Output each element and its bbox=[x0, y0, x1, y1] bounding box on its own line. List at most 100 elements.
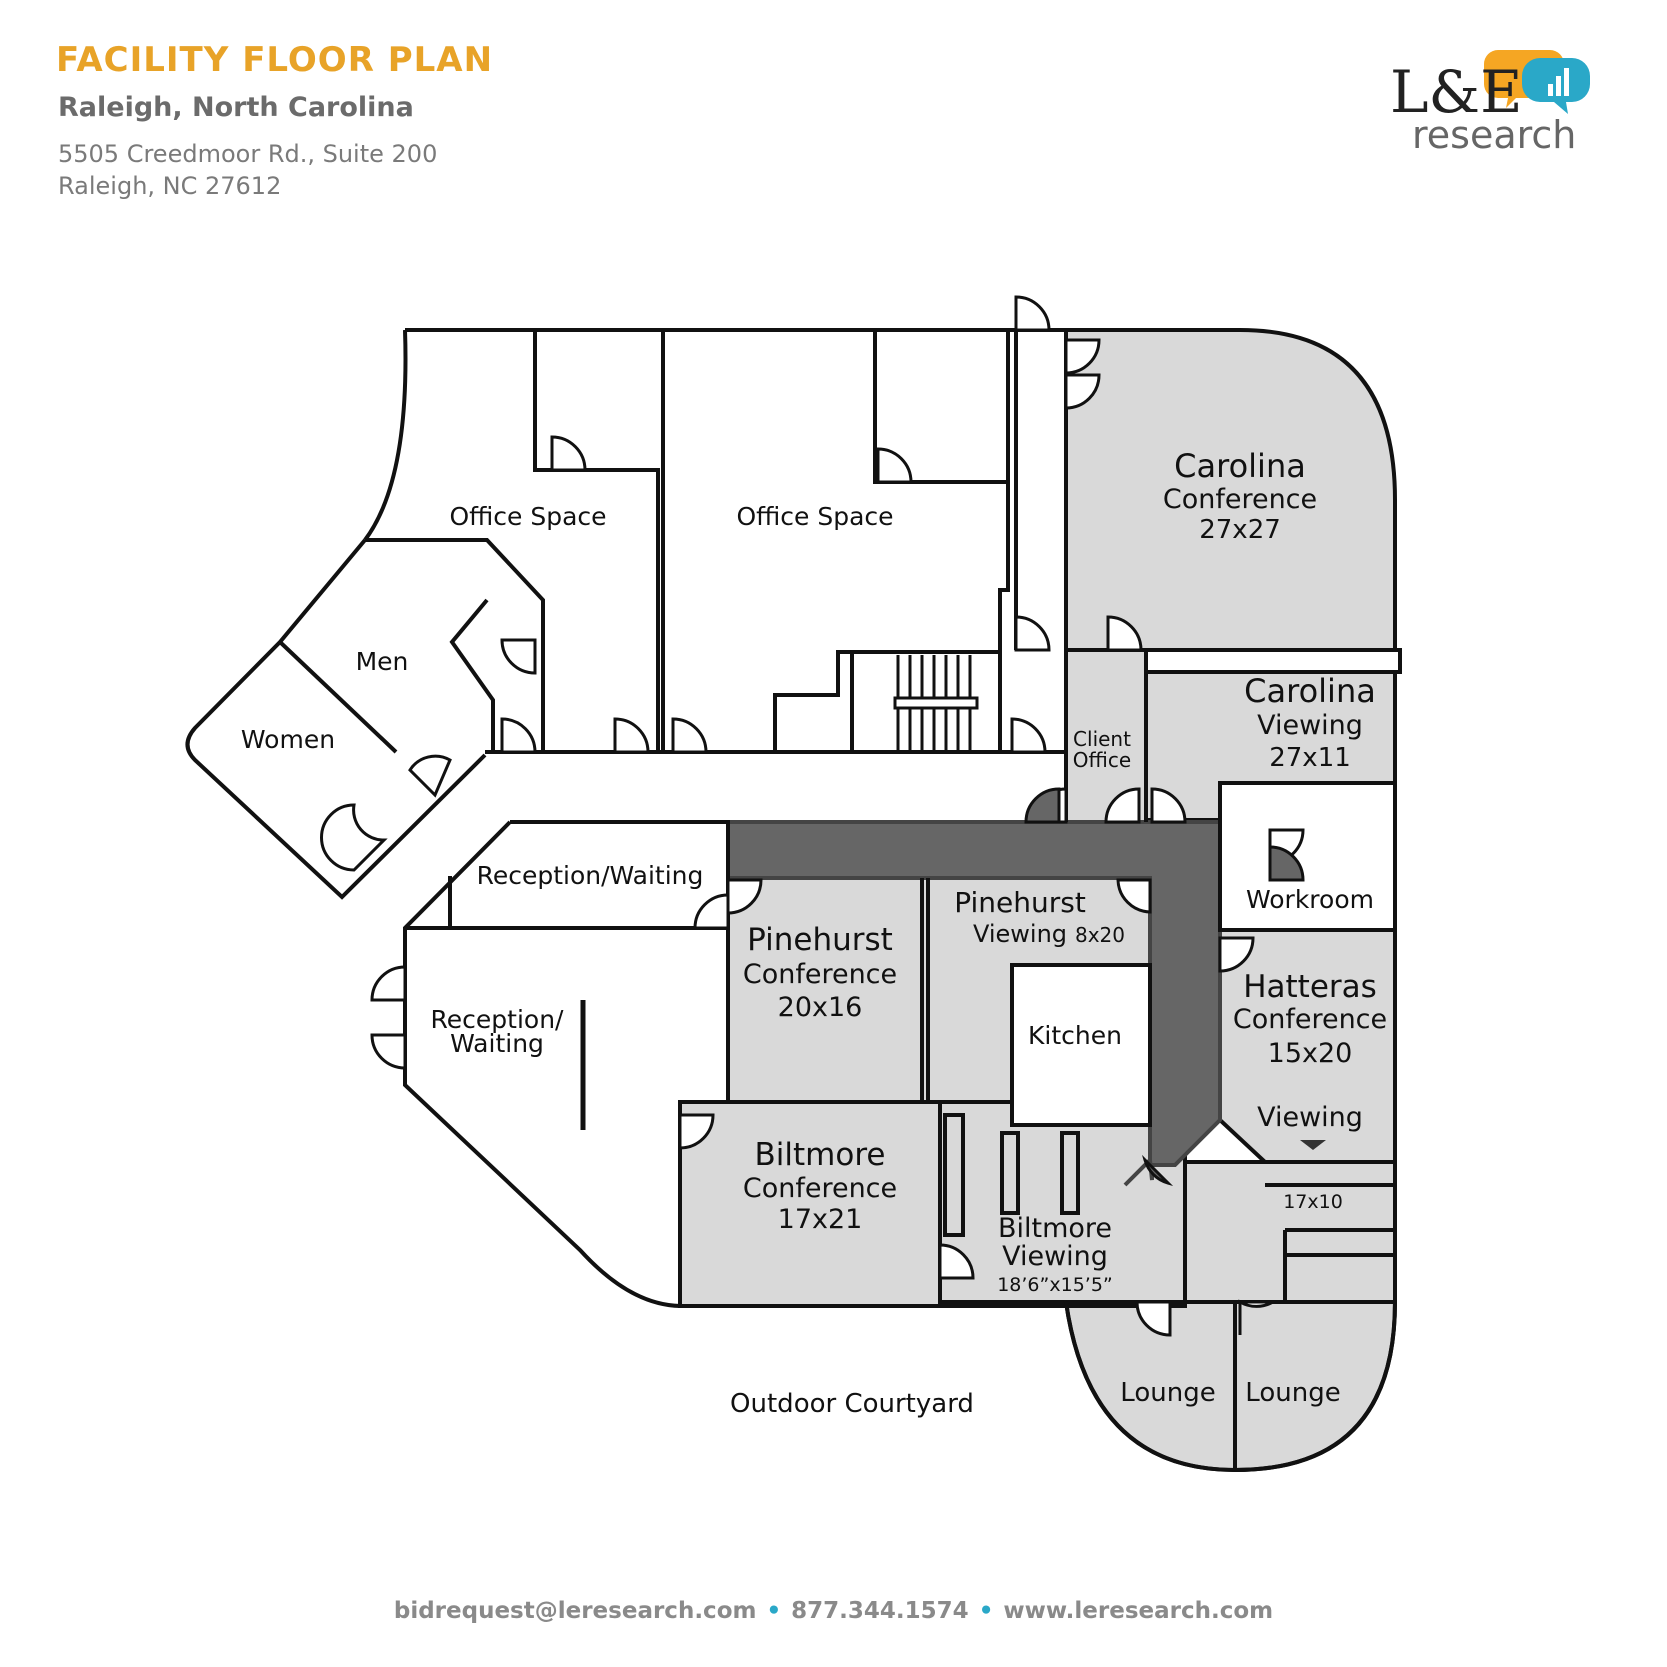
hatteras-conference-type: Conference bbox=[1233, 1004, 1387, 1035]
pinehurst-conference-size: 20x16 bbox=[778, 992, 863, 1023]
office-space-2-label: Office Space bbox=[736, 502, 893, 531]
door-icon[interactable] bbox=[370, 965, 407, 1002]
biltmore-conference-name: Biltmore bbox=[755, 1137, 886, 1173]
carolina-conference-size: 27x27 bbox=[1199, 515, 1281, 545]
women-label: Women bbox=[241, 725, 335, 754]
doors bbox=[320, 295, 1305, 1337]
office-space-1-wall bbox=[533, 330, 660, 752]
carolina-divider bbox=[1066, 648, 1402, 822]
door-icon[interactable] bbox=[678, 1113, 715, 1150]
kitchen-label: Kitchen bbox=[1028, 1021, 1122, 1050]
footer-contact: bidrequest@leresearch.com•877.344.1574•w… bbox=[0, 1598, 1667, 1624]
mens-inner-wall bbox=[449, 598, 495, 752]
logo-brand-mark: L&E bbox=[1390, 58, 1522, 126]
kitchen bbox=[1010, 963, 1152, 1127]
door-icon[interactable] bbox=[550, 435, 587, 472]
company-logo: L&E research bbox=[1390, 50, 1590, 157]
door-icon[interactable] bbox=[1150, 787, 1187, 824]
reception-top-label: Reception/Waiting bbox=[477, 861, 704, 890]
door-icon[interactable] bbox=[726, 878, 763, 915]
door-icon[interactable] bbox=[1014, 295, 1051, 332]
biltmore-viewing-type: Viewing bbox=[1002, 1241, 1108, 1272]
door-icon[interactable] bbox=[1116, 878, 1152, 914]
outer-wall-left-curve bbox=[363, 329, 408, 542]
carolina-conference-name: Carolina bbox=[1174, 447, 1306, 485]
reception-top-wall bbox=[403, 820, 681, 1308]
lounge-2-label: Lounge bbox=[1245, 1378, 1340, 1408]
door-icon[interactable] bbox=[1218, 936, 1255, 973]
biltmore-viewing-size: 18’6”x15’5” bbox=[997, 1274, 1113, 1296]
door-icon[interactable] bbox=[671, 717, 708, 754]
door-icon[interactable] bbox=[500, 638, 537, 675]
biltmore-viewing-name: Biltmore bbox=[998, 1213, 1112, 1244]
door-icon[interactable] bbox=[1014, 615, 1051, 652]
pinehurst-conference-type: Conference bbox=[743, 959, 897, 990]
biltmore-conference-type: Conference bbox=[743, 1173, 897, 1204]
corridor-doors bbox=[1024, 787, 1305, 1186]
restroom-block bbox=[185, 538, 487, 900]
header: FACILITY FLOOR PLAN Raleigh, North Carol… bbox=[0, 0, 1667, 230]
logo-bar-icon bbox=[1556, 76, 1561, 96]
viewing-slot bbox=[943, 1113, 965, 1237]
door-icon[interactable] bbox=[613, 717, 650, 754]
viewing-arrow-icon bbox=[1300, 1140, 1326, 1150]
door-icon[interactable] bbox=[500, 717, 537, 754]
door-icon[interactable] bbox=[1268, 845, 1305, 882]
footer-email-link[interactable]: bidrequest@leresearch.com bbox=[393, 1598, 757, 1624]
bottom-wall bbox=[680, 1160, 1187, 1308]
door-icon[interactable] bbox=[1024, 787, 1061, 824]
carolina-viewing-name: Carolina bbox=[1244, 672, 1376, 710]
logo-bar-icon bbox=[1548, 84, 1553, 96]
carolina-viewing-type: Viewing bbox=[1257, 710, 1363, 741]
door-icon[interactable] bbox=[1064, 338, 1101, 375]
restroom-divider bbox=[278, 640, 398, 754]
right-outer-wall bbox=[1234, 672, 1397, 1472]
stair-block bbox=[773, 650, 1002, 752]
door-icon[interactable] bbox=[1135, 1300, 1172, 1337]
mens-room-wall bbox=[365, 538, 545, 752]
room-labels: Office Space Office Space Men Women Rece… bbox=[241, 447, 1387, 1419]
address-line-2: Raleigh, NC 27612 bbox=[58, 172, 282, 200]
door-icon[interactable] bbox=[320, 803, 388, 872]
page-title: FACILITY FLOOR PLAN bbox=[56, 40, 494, 80]
lounge-1-label: Lounge bbox=[1120, 1378, 1215, 1408]
pinehurst-viewing-name: Pinehurst bbox=[954, 886, 1086, 919]
door-icon[interactable] bbox=[1142, 1154, 1174, 1186]
lounge-outline bbox=[1064, 1301, 1236, 1472]
footer-phone[interactable]: 877.344.1574 bbox=[791, 1598, 969, 1624]
client-office-label-2: Office bbox=[1073, 748, 1131, 772]
pinehurst-divider bbox=[920, 878, 930, 1102]
carolina-viewing-size: 27x11 bbox=[1269, 743, 1351, 773]
carolina-conference-type: Conference bbox=[1163, 484, 1317, 515]
pinehurst-conference-name: Pinehurst bbox=[747, 922, 893, 958]
door-icon[interactable] bbox=[1106, 615, 1143, 652]
reception-top-room bbox=[405, 820, 730, 930]
door-icon[interactable] bbox=[1010, 717, 1047, 754]
door-icon[interactable] bbox=[408, 754, 452, 798]
viewing-slot bbox=[1060, 1131, 1080, 1215]
pinehurst-viewing-size: 8x20 bbox=[1075, 923, 1125, 947]
viewing-rails bbox=[1265, 1160, 1395, 1302]
hatteras-conference-name: Hatteras bbox=[1243, 969, 1377, 1005]
pinehurst-conference-room bbox=[726, 876, 924, 1104]
door-icon[interactable] bbox=[693, 893, 730, 930]
footer-web-link[interactable]: www.leresearch.com bbox=[1003, 1598, 1274, 1624]
separator-dot-icon: • bbox=[978, 1598, 994, 1624]
viewing-slot bbox=[1000, 1131, 1020, 1215]
door-icon[interactable] bbox=[1238, 1299, 1279, 1335]
stairs-icon bbox=[893, 655, 979, 750]
door-icon[interactable] bbox=[1104, 787, 1141, 824]
door-icon[interactable] bbox=[938, 1243, 975, 1280]
biltmore-conference-size: 17x21 bbox=[778, 1204, 863, 1235]
client-office-label-1: Client bbox=[1073, 727, 1131, 751]
logo-bar-icon bbox=[1564, 68, 1569, 96]
door-icon[interactable] bbox=[370, 1033, 407, 1070]
courtyard-label: Outdoor Courtyard bbox=[730, 1389, 974, 1419]
logo-brand-word: research bbox=[1412, 113, 1576, 157]
door-icon[interactable] bbox=[1064, 373, 1101, 410]
door-icon[interactable] bbox=[876, 447, 913, 484]
workroom-label: Workroom bbox=[1246, 885, 1374, 914]
reception-left-label-1: Reception/ bbox=[431, 1005, 565, 1034]
carolina-conference-room bbox=[1064, 328, 1397, 652]
lounge-area bbox=[1063, 1300, 1398, 1473]
